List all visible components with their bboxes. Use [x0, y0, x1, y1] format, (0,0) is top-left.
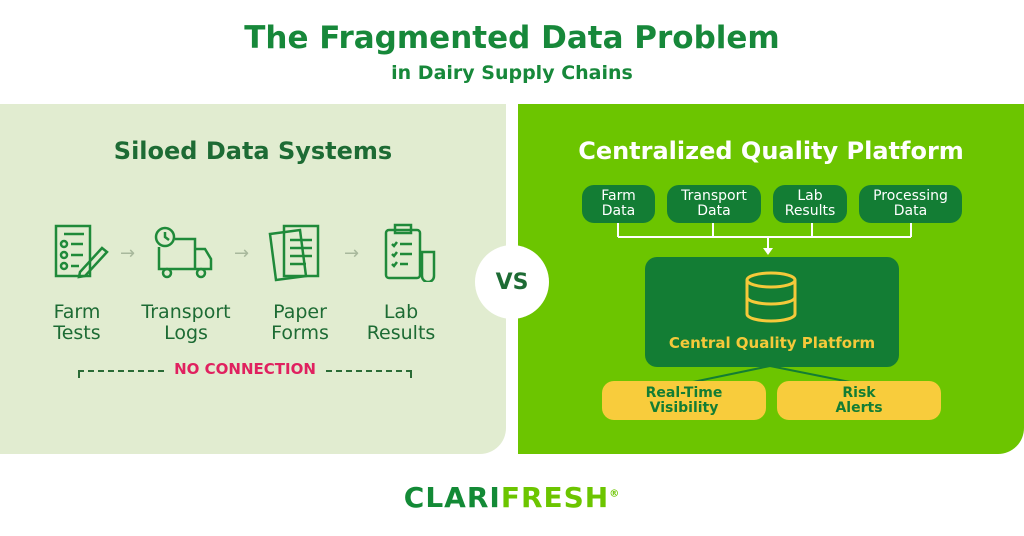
vs-badge: VS [475, 245, 549, 319]
truck-clock-icon [154, 226, 213, 279]
database-icon [745, 271, 797, 323]
no-connection-label: NO CONNECTION [174, 360, 316, 378]
checklist-pencil-icon [54, 224, 109, 279]
page-subtitle: in Dairy Supply Chains [391, 62, 633, 84]
central-platform-label: Central Quality Platform [668, 334, 876, 352]
arrow-icon: → [344, 243, 360, 264]
central-platform-box [645, 257, 899, 367]
clarifresh-logo: CLARIFRESH® [403, 481, 621, 514]
clipboard-test-tube-icon [384, 223, 436, 282]
dashed-line-right [326, 370, 412, 378]
arrow-icon: → [234, 243, 250, 264]
page-title: The Fragmented Data Problem [244, 20, 780, 56]
centralized-title: Centralized Quality Platform [578, 137, 964, 165]
siloed-title: Siloed Data Systems [113, 137, 393, 165]
arrow-icon: → [120, 243, 136, 264]
connector-lines [617, 223, 912, 383]
dashed-line-left [78, 370, 164, 378]
documents-icon [268, 224, 320, 282]
